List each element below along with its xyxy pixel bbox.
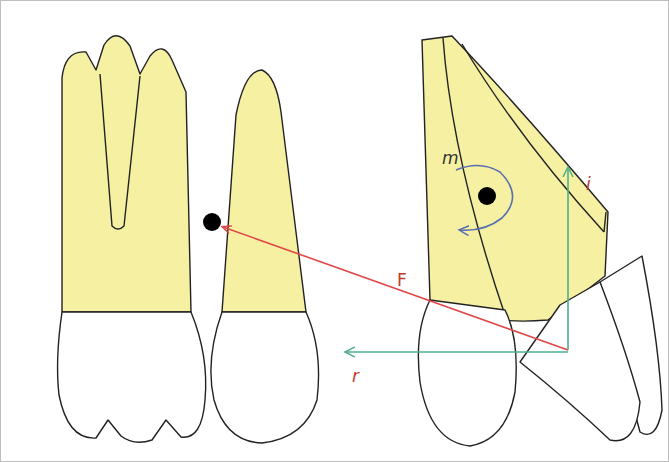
moment-label: m <box>442 150 459 167</box>
force-component-label: i <box>586 176 591 193</box>
force-component-label: r <box>352 368 359 385</box>
force-label: F <box>397 272 407 289</box>
